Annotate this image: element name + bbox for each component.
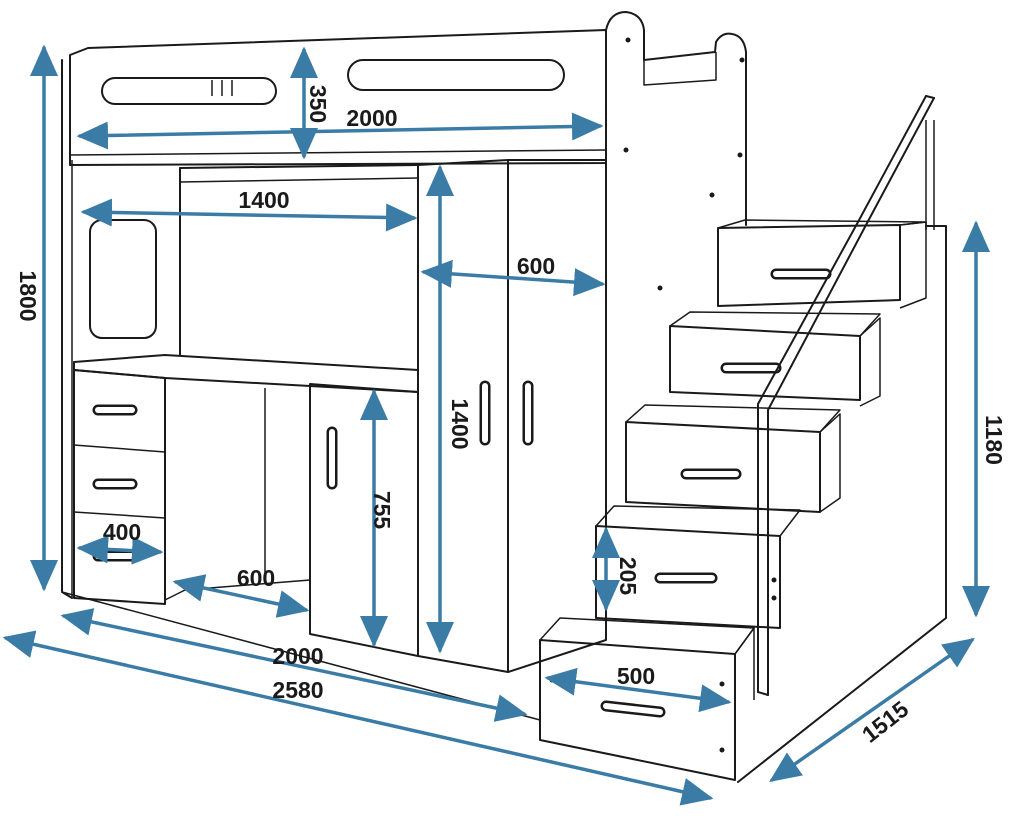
desk-opening-width-arrow [80, 198, 418, 232]
staircase [539, 219, 927, 781]
dimension-arrows [2, 44, 990, 806]
step-width-label: 500 [617, 663, 655, 689]
drawer-unit-width-label: 400 [103, 519, 141, 545]
desk-cabinet-height-label: 755 [369, 491, 395, 530]
total-length-arrow [2, 630, 714, 806]
desk-drawer-stack [73, 369, 166, 605]
dimension-labels: 1800 350 2000 1400 600 1400 755 400 600 … [15, 85, 1007, 748]
desk-top [73, 354, 419, 393]
furniture-outline [61, 11, 947, 783]
wardrobe-width-label: 600 [517, 253, 555, 279]
total-depth-label: 1515 [857, 696, 913, 748]
bed-end-post [605, 11, 747, 226]
wardrobe-height-label: 1400 [447, 398, 473, 449]
desk-depth-arrow [172, 574, 310, 618]
total-depth-arrow [769, 637, 975, 783]
wardrobe-width-arrow [420, 259, 606, 297]
step-width-arrow [544, 667, 732, 713]
stairs-height-label: 1180 [981, 415, 1007, 465]
total-height-label: 1800 [15, 270, 41, 321]
step-height-label: 205 [615, 557, 641, 596]
desk-opening-width-label: 1400 [238, 187, 289, 213]
wardrobe [417, 159, 607, 673]
bed-length-arrow [76, 112, 604, 150]
side-window [89, 219, 157, 339]
rail-slot-right [347, 59, 565, 91]
drawer-unit-width-arrow [76, 535, 164, 565]
handrail [757, 95, 935, 696]
base-length-label: 2000 [272, 643, 323, 669]
desk-cabinet [309, 383, 419, 657]
total-length-label: 2580 [272, 677, 323, 703]
desk-depth-label: 600 [237, 565, 275, 591]
rail-slot-left [101, 77, 277, 105]
bed-length-label: 2000 [346, 105, 397, 131]
guard-rail-height-label: 350 [305, 85, 331, 123]
